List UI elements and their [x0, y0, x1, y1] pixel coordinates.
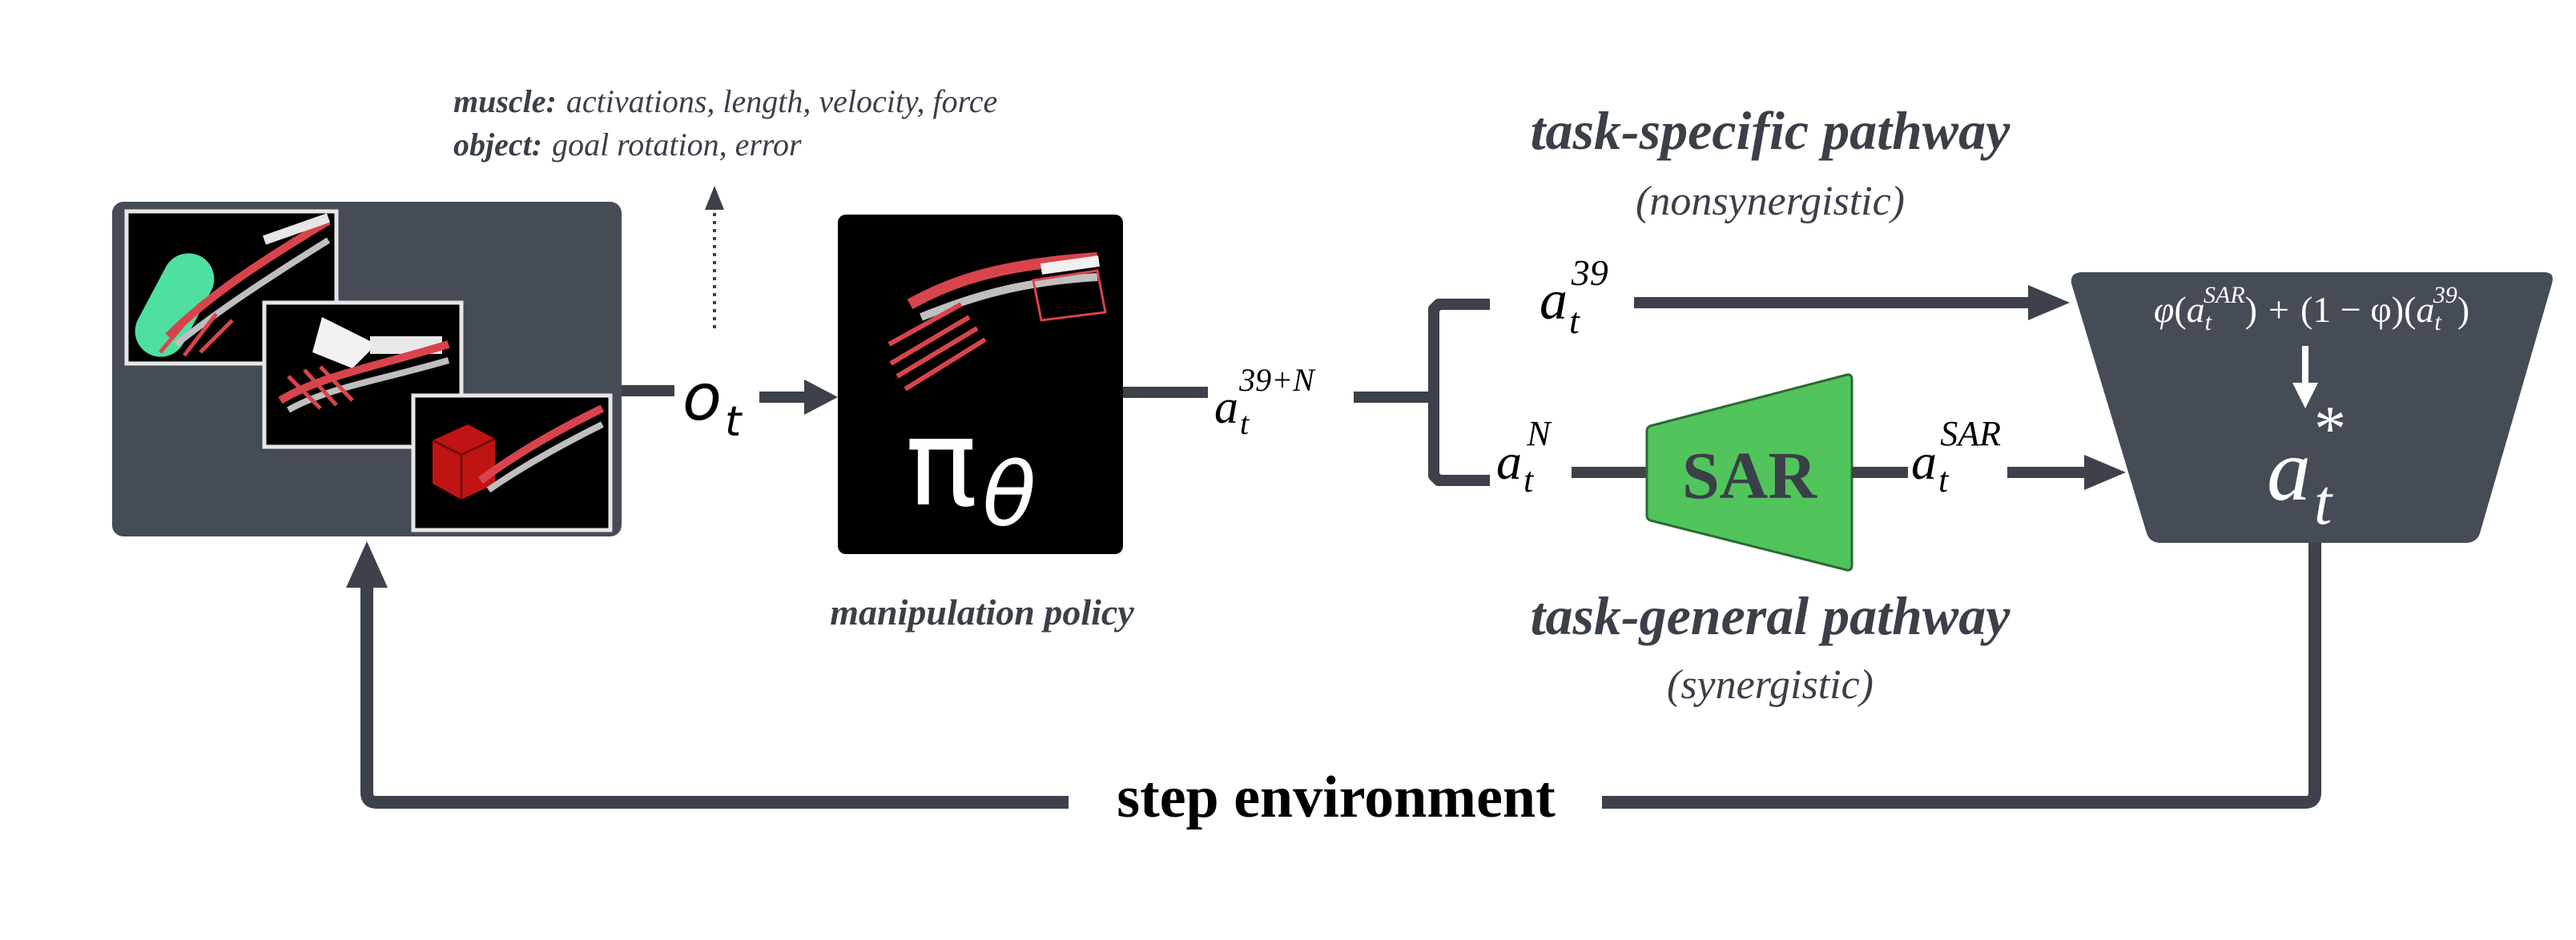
action-39-symbol: at39 — [1540, 252, 1608, 341]
task-general-subtitle: (synergistic) — [1667, 662, 1874, 708]
feedback-label: step environment — [1117, 765, 1556, 830]
task-general-title: task-general pathway — [1531, 585, 2011, 646]
feedback-line-right — [1602, 543, 2321, 809]
hand-cube-icon — [411, 393, 613, 532]
observation-symbol: ot — [682, 360, 743, 446]
sar-block: SAR — [1645, 373, 1854, 572]
combiner-block: φ(atSAR)+(1 − φ)(at39) at* — [2071, 272, 2553, 543]
combined-action-symbol: at* — [2267, 394, 2343, 538]
feedback-line-left — [360, 583, 1069, 809]
hand-policy-icon — [888, 252, 1107, 392]
environment-panel — [112, 202, 622, 536]
task-specific-subtitle: (nonsynergistic) — [1636, 179, 1905, 224]
sar-label: SAR — [1682, 439, 1817, 513]
action-N-symbol: atN — [1496, 414, 1552, 500]
pathway-split — [1428, 299, 1490, 486]
policy-block: πθ — [838, 215, 1123, 554]
observation-object-line: object:goal rotation, error — [453, 127, 802, 163]
policy-caption: manipulation policy — [830, 592, 1134, 633]
action-full-symbol: at39+N — [1214, 362, 1316, 441]
hand-bottle-icon — [262, 300, 464, 449]
combiner-formula: φ(atSAR)+(1 − φ)(at39) — [2154, 282, 2469, 335]
policy-symbol: πθ — [905, 394, 1036, 546]
action-sar-symbol: atSAR — [1911, 414, 2001, 500]
observation-muscle-line: muscle:activations, length, velocity, fo… — [453, 83, 997, 119]
task-specific-title: task-specific pathway — [1531, 100, 2011, 161]
